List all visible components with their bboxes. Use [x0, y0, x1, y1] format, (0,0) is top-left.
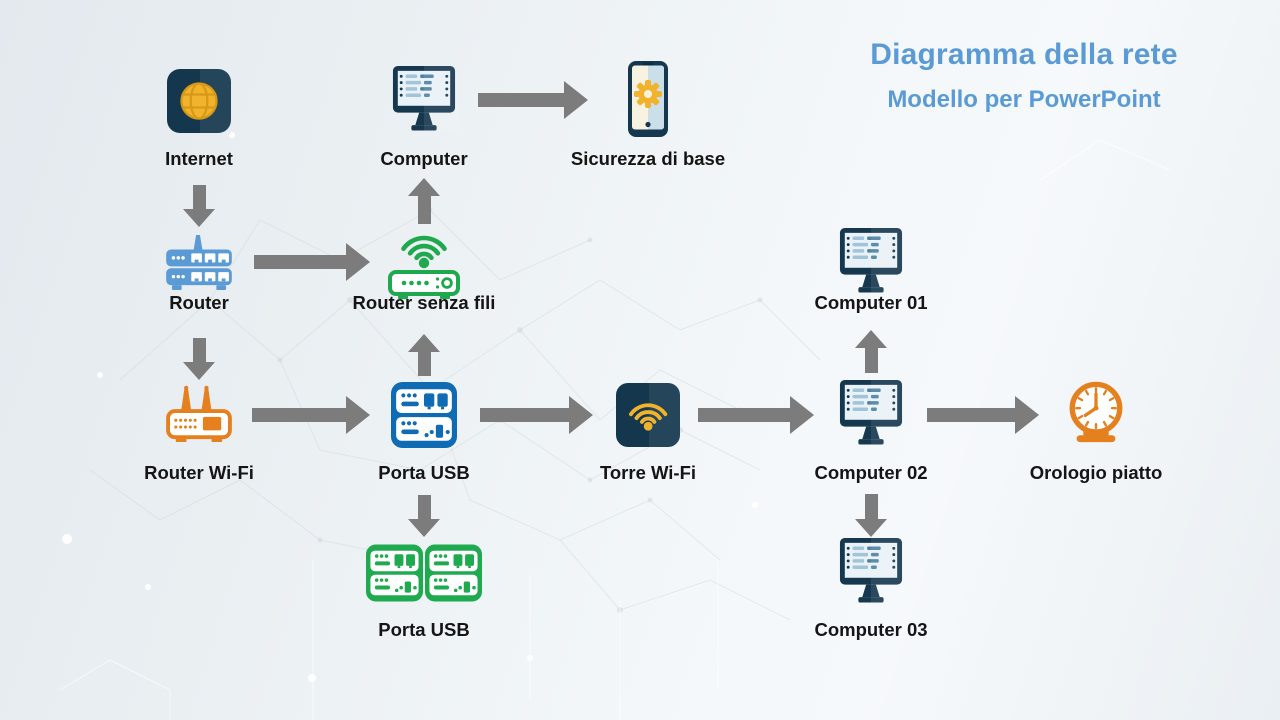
title-block: Diagramma della rete Modello per PowerPo…: [828, 38, 1220, 114]
arrow-porta-usb-to-router-senza-fili: [408, 334, 440, 376]
arrow-computer02-to-orologio: [927, 396, 1039, 434]
table-clock-icon: [1060, 381, 1132, 445]
arrow-computer02-to-computer03: [855, 494, 887, 537]
node-label-computer01: Computer 01: [814, 292, 928, 313]
arrow-router-to-router-wifi: [183, 338, 215, 380]
desktop-computer-icon: [837, 538, 905, 603]
node-label-torre-wifi: Torre Wi-Fi: [599, 462, 697, 483]
arrow-computer-to-sicurezza: [478, 81, 588, 119]
desktop-computer-icon: [837, 380, 905, 445]
globe-square-icon: [167, 69, 231, 133]
wireless-router-icon: [382, 227, 466, 299]
wifi-square-icon: [616, 383, 680, 447]
phone-gear-icon: [621, 61, 675, 139]
arrow-porta-usb-to-torre-wifi: [480, 396, 593, 434]
desktop-computer-icon: [390, 66, 458, 131]
usb-hub-icon: [391, 382, 457, 448]
router-ports-icon: [163, 235, 235, 290]
node-label-computer: Computer: [380, 148, 468, 169]
arrow-torre-wifi-to-computer02: [698, 396, 814, 434]
node-label-sicurezza: Sicurezza di base: [570, 148, 726, 169]
arrow-router-senza-fili-to-computer: [408, 178, 440, 224]
double-usb-hub-icon: [366, 542, 482, 604]
node-label-router: Router: [169, 292, 229, 313]
arrow-porta-usb-to-porta-usb2: [408, 495, 440, 537]
node-label-orologio: Orologio piatto: [1029, 462, 1163, 483]
page-subtitle: Modello per PowerPoint: [887, 86, 1161, 113]
node-label-router-wifi: Router Wi-Fi: [144, 462, 254, 483]
desktop-computer-icon: [837, 228, 905, 293]
arrow-router-to-router-senza-fili: [254, 243, 370, 281]
arrow-internet-to-router: [183, 185, 215, 227]
node-label-router-senza-fili: Router senza fili: [352, 292, 496, 313]
page-title: Diagramma della rete: [870, 38, 1178, 71]
arrow-computer02-to-computer01: [855, 330, 887, 373]
node-label-porta-usb: Porta USB: [378, 462, 470, 483]
node-label-internet: Internet: [165, 148, 233, 169]
node-label-computer02: Computer 02: [814, 462, 928, 483]
antenna-router-icon: [165, 385, 233, 443]
node-label-computer03: Computer 03: [814, 619, 928, 640]
arrow-router-wifi-to-porta-usb: [252, 396, 370, 434]
node-label-porta-usb2: Porta USB: [378, 619, 470, 640]
